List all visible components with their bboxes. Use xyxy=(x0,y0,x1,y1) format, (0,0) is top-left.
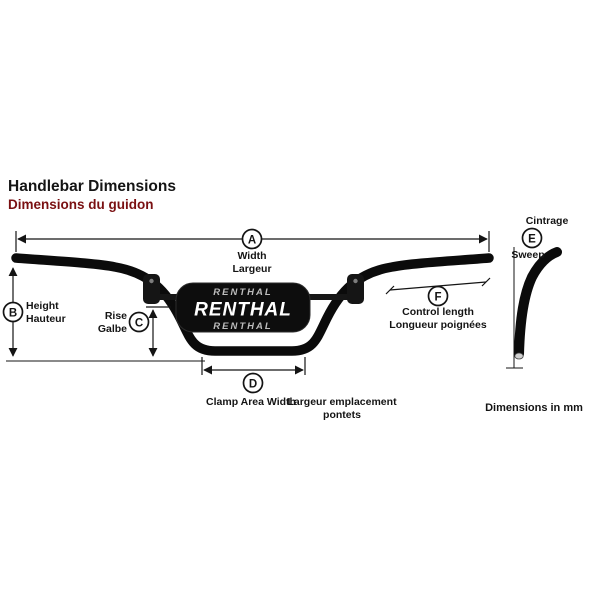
dim-d-label-fr-line2: pontets xyxy=(323,409,361,421)
handlebar-side-view: Cintrage E Sweep xyxy=(506,215,569,369)
dim-c-label-fr: Galbe xyxy=(98,323,127,335)
pad-logo-bottom-text: RENTHAL xyxy=(213,321,272,332)
dim-a-badge xyxy=(241,228,263,250)
clamp-bolt-right xyxy=(353,278,358,284)
crossbar-clamp-right xyxy=(347,274,364,304)
dimension-a-width: A Width Largeur xyxy=(15,228,490,275)
dimension-b-height: B Height Hauteur xyxy=(2,267,66,357)
dim-c-badge xyxy=(128,311,150,333)
dim-f-label-en: Control length xyxy=(402,306,474,318)
dimension-c-rise: C Rise Galbe xyxy=(98,306,171,357)
handlebar-front-tube xyxy=(11,253,494,356)
handlebar-side-tube xyxy=(514,247,562,359)
clamp-bolt-left xyxy=(149,278,154,284)
dim-b-label-fr: Hauteur xyxy=(26,313,66,325)
dim-c-label-en: Rise xyxy=(105,310,127,322)
dim-b-label-en: Height xyxy=(26,300,59,312)
dim-a-letter: A xyxy=(248,235,256,247)
dim-b-badge xyxy=(2,301,24,323)
dim-d-label-en: Clamp Area Width xyxy=(206,396,296,408)
dim-a-label-en: Width xyxy=(237,250,266,262)
dim-f-tick-left xyxy=(385,285,395,295)
dim-e-label-fr: Cintrage xyxy=(526,215,569,227)
dim-e-label-en: Sweep xyxy=(511,249,544,261)
dim-e-badge xyxy=(521,227,543,249)
bar-pad xyxy=(175,282,311,333)
dim-d-letter: D xyxy=(249,379,257,391)
dim-f-label-fr: Longueur poignées xyxy=(389,319,487,331)
dim-c-letter: C xyxy=(135,318,143,330)
page-title: Handlebar Dimensions xyxy=(8,178,176,195)
dim-f-badge xyxy=(427,285,449,307)
dim-e-letter: E xyxy=(528,234,536,246)
units-note: Dimensions in mm xyxy=(485,402,583,414)
dimension-f-control-length: F Control length Longueur poignées xyxy=(385,277,491,331)
dim-f-tick-right xyxy=(481,277,491,287)
dimension-d-clamp-width: D Clamp Area Width Largeur emplacement p… xyxy=(201,357,397,421)
page-subtitle: Dimensions du guidon xyxy=(8,197,154,212)
title-group: Handlebar Dimensions Dimensions du guido… xyxy=(8,178,176,212)
dim-a-label-fr: Largeur xyxy=(232,263,271,275)
side-tube-end-cap xyxy=(514,352,524,360)
handlebar-front-view: RENTHAL RENTHAL RENTHAL xyxy=(11,253,494,356)
pad-logo-top-text: RENTHAL xyxy=(213,287,272,298)
dim-b-letter: B xyxy=(9,308,17,320)
pad-logo-text: RENTHAL xyxy=(194,300,292,321)
dim-d-badge xyxy=(242,372,264,394)
crossbar-clamp-left xyxy=(143,274,160,304)
dim-d-label-fr-line1: Largeur emplacement xyxy=(287,396,397,408)
dim-f-letter: F xyxy=(434,292,441,304)
